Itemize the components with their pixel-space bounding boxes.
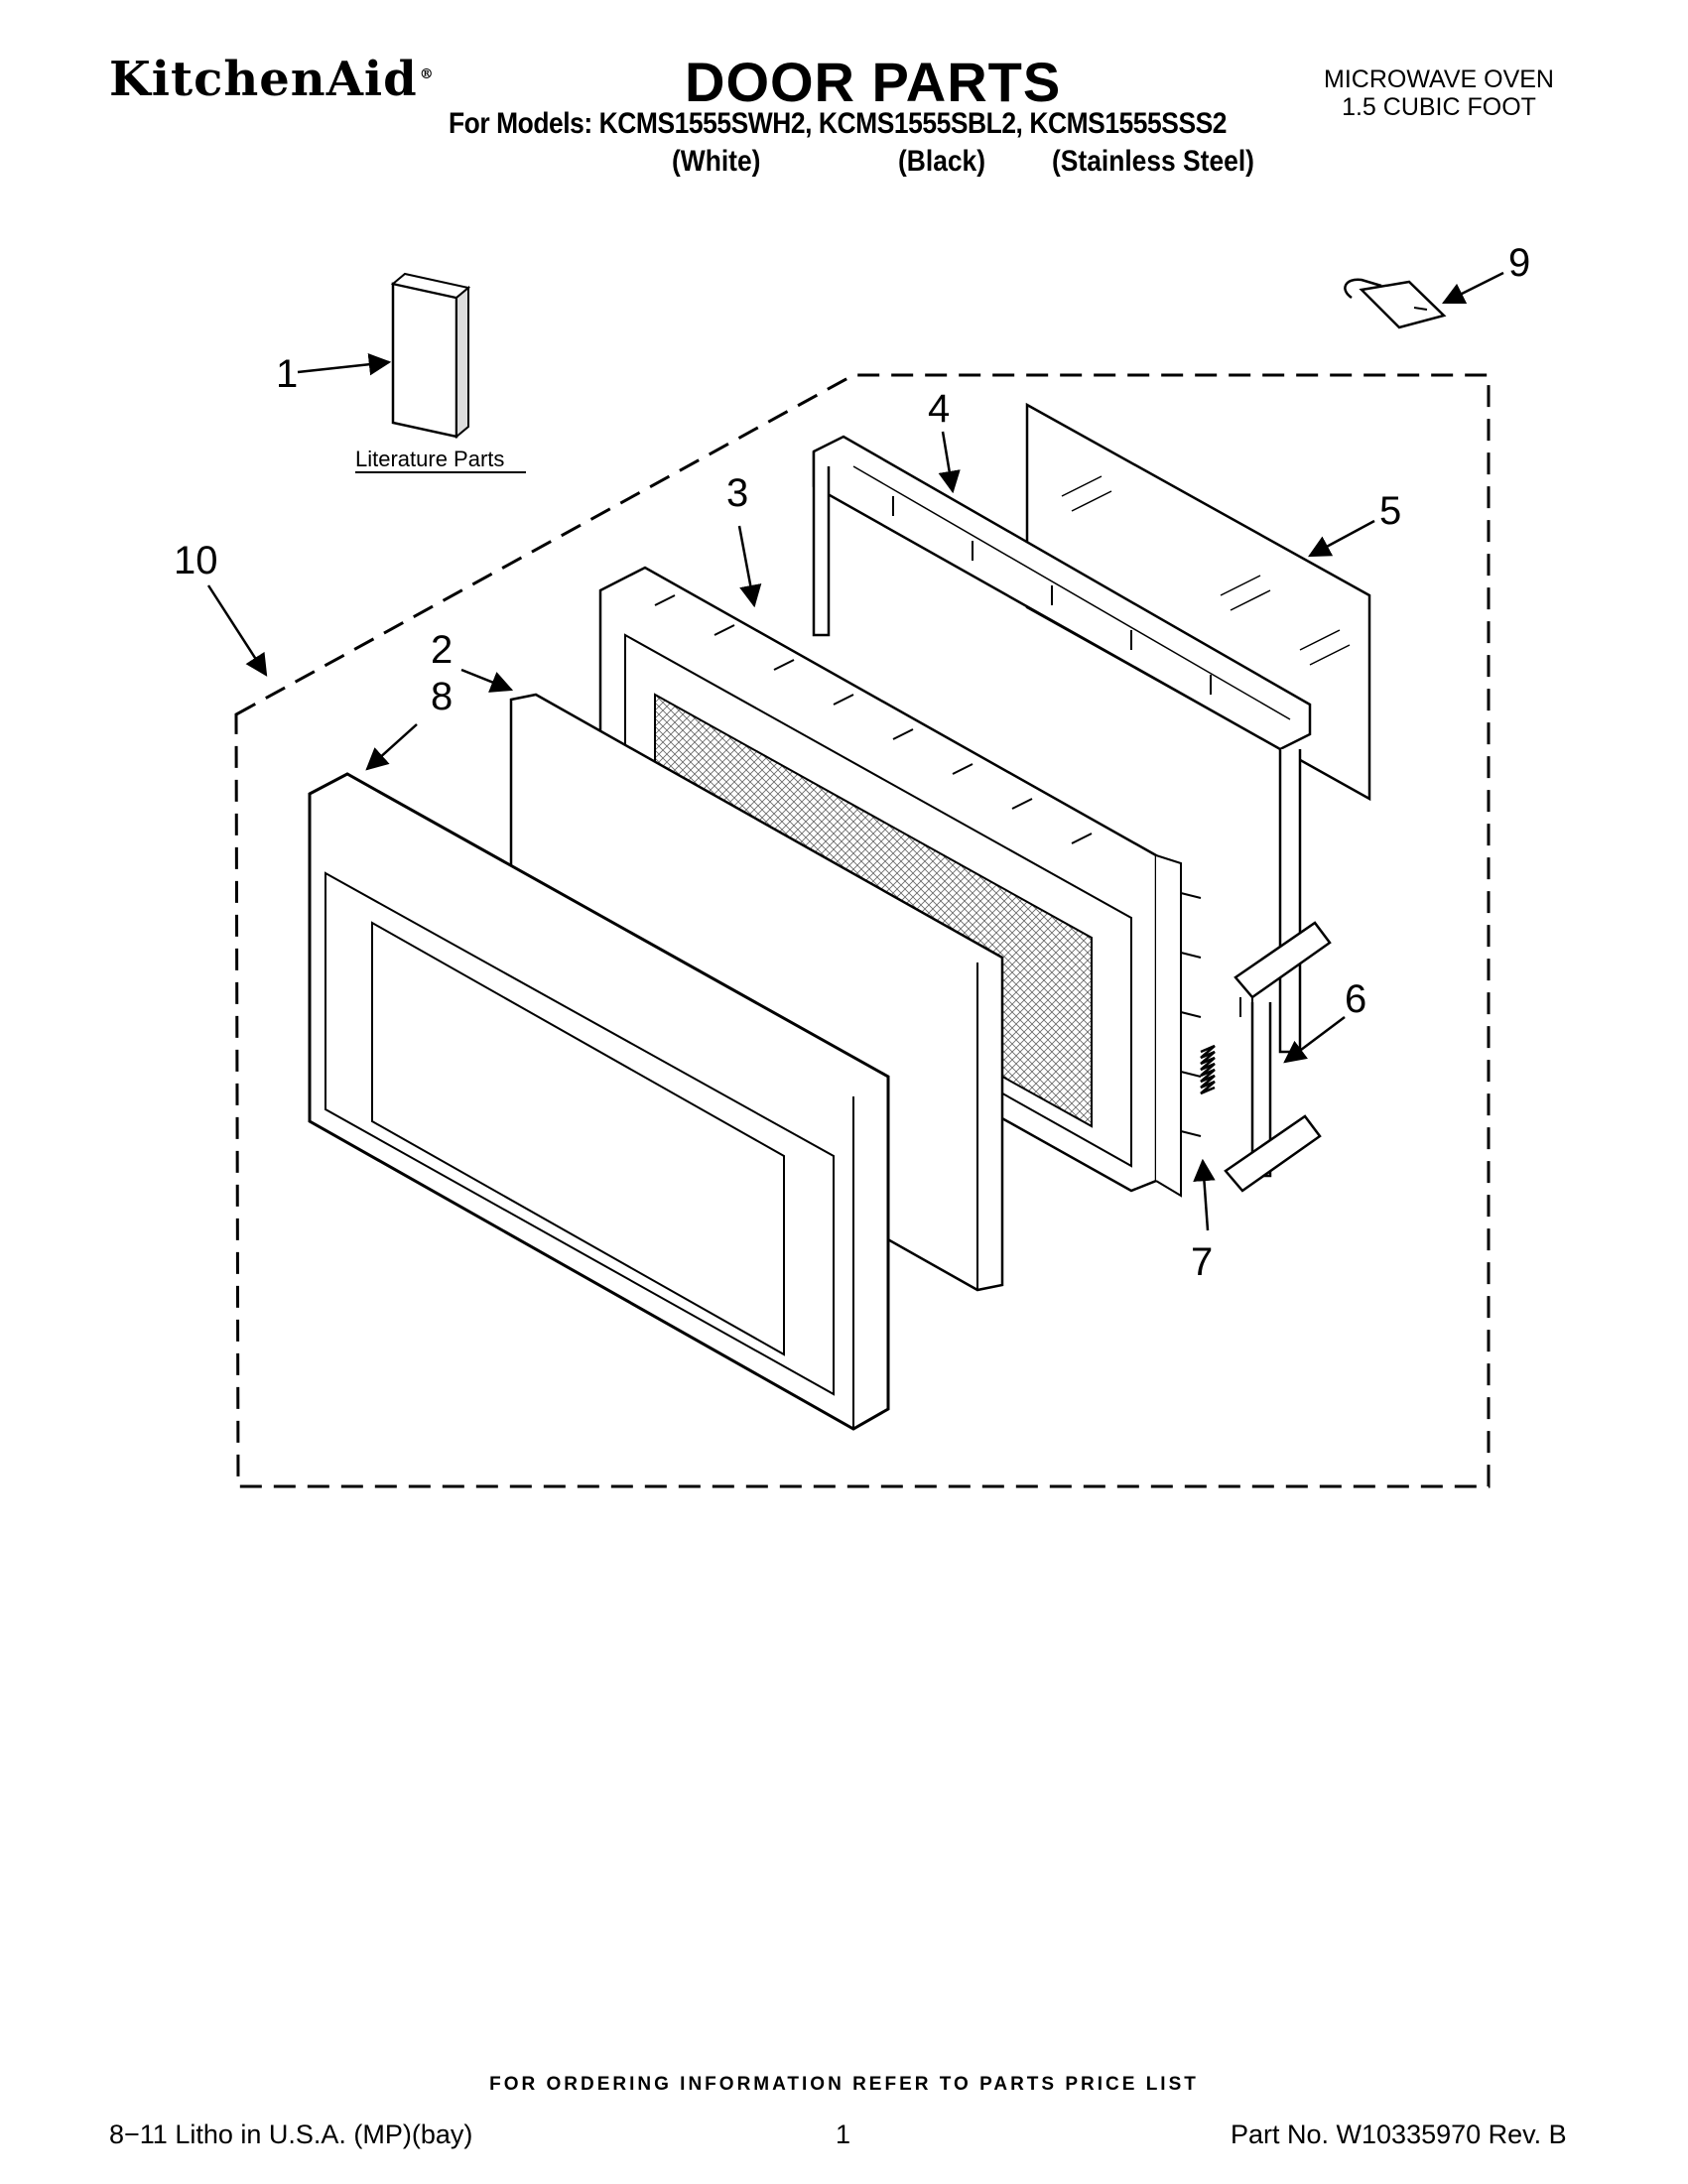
callout-4: 4 — [928, 387, 950, 431]
model-list: For Models: KCMS1555SWH2, KCMS1555SBL2, … — [449, 107, 1228, 140]
brand-logo: KitchenAid® — [109, 52, 435, 107]
literature-parts-icon — [390, 272, 471, 440]
callout-8: 8 — [431, 675, 453, 718]
callout-9: 9 — [1508, 241, 1530, 285]
literature-parts-label: Literature Parts — [355, 447, 504, 471]
part-number: Part No. W10335970 Rev. B — [1231, 2120, 1567, 2149]
callout-6: 6 — [1345, 977, 1366, 1021]
page-title: DOOR PARTS — [685, 51, 1062, 113]
door-trim-part — [308, 772, 890, 1431]
leader-10 — [206, 584, 268, 677]
callout-3: 3 — [726, 471, 748, 515]
registered-mark: ® — [419, 66, 435, 82]
door-latch-part — [1224, 921, 1332, 1193]
callout-10: 10 — [174, 539, 218, 582]
page-number: 1 — [836, 2120, 851, 2149]
litho-note: 8−11 Litho in U.S.A. (MP)(bay) — [109, 2120, 473, 2149]
variant-white: (White) — [672, 145, 761, 178]
latch-spring-part — [1200, 1044, 1216, 1095]
leader-2 — [460, 668, 514, 693]
door-clip-icon — [1344, 278, 1447, 329]
leader-5 — [1308, 519, 1375, 558]
leader-9 — [1441, 271, 1504, 305]
callout-7: 7 — [1191, 1240, 1213, 1284]
callout-5: 5 — [1379, 489, 1401, 533]
leader-1 — [297, 353, 392, 376]
callout-2: 2 — [431, 628, 453, 672]
product-line-1: MICROWAVE OVEN — [1324, 65, 1554, 93]
leader-3 — [737, 525, 762, 608]
product-description: MICROWAVE OVEN 1.5 CUBIC FOOT — [1290, 65, 1588, 121]
brand-name: KitchenAid — [109, 52, 418, 107]
exploded-parts-diagram: 1 2 3 4 5 6 7 8 9 10 Literature Parts — [174, 241, 1530, 1488]
leader-lines — [206, 271, 1504, 1231]
callout-1: 1 — [276, 352, 298, 396]
ordering-note: FOR ORDERING INFORMATION REFER TO PARTS … — [489, 2074, 1199, 2095]
variant-stainless: (Stainless Steel) — [1052, 145, 1254, 178]
variant-black: (Black) — [898, 145, 986, 178]
choke-frame-part — [812, 435, 1312, 1054]
leader-8 — [365, 723, 418, 771]
leader-7 — [1193, 1158, 1216, 1231]
leader-4 — [938, 431, 961, 494]
assembly-boundary — [234, 373, 1491, 1488]
product-line-2: 1.5 CUBIC FOOT — [1342, 93, 1536, 121]
leader-6 — [1283, 1016, 1346, 1064]
